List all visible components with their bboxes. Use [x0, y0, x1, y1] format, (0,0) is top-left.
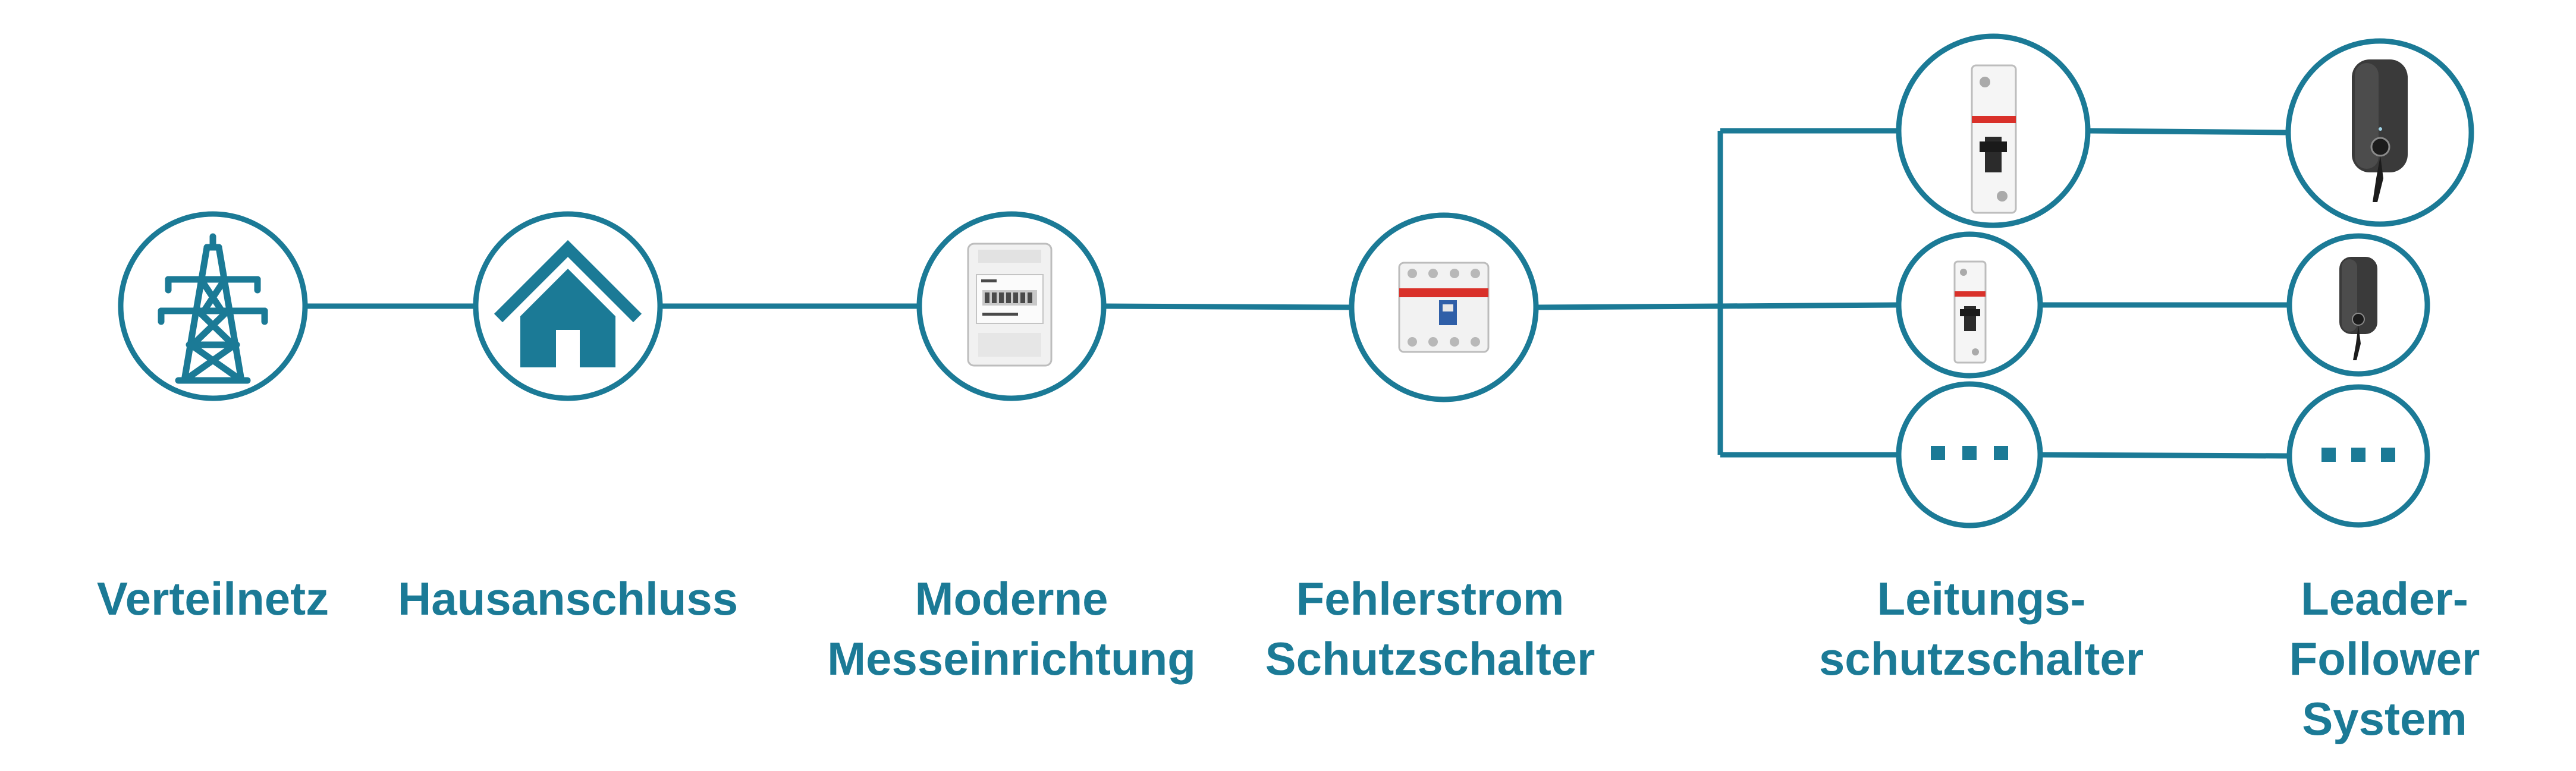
connector-lines	[306, 128, 2290, 459]
label-line: Hausanschluss	[397, 572, 739, 625]
residual-current-breaker-icon	[1398, 262, 1490, 353]
node-circles	[118, 33, 2474, 528]
power-pylon-icon	[158, 233, 268, 384]
wallbox-charger-icon	[2339, 257, 2377, 360]
electricity-meter-icon	[967, 243, 1053, 367]
label-leitungsschutz: Leitungs- schutzschalter	[1773, 569, 2189, 689]
label-messeinrichtung: Moderne Messeinrichtung	[774, 569, 1249, 689]
circuit-breaker-icon	[1971, 64, 2017, 214]
label-line: Moderne	[915, 572, 1108, 625]
ellipsis-icon	[1931, 446, 2008, 460]
label-line: Messeinrichtung	[827, 632, 1196, 685]
wallbox-charger-icon	[2352, 59, 2408, 202]
label-line: Leitungs-	[1877, 572, 2086, 625]
connector-breaker-wallbox-1	[2087, 128, 2289, 136]
label-fehlerstrom: Fehlerstrom Schutzschalter	[1222, 569, 1638, 689]
label-line: Fehlerstrom	[1296, 572, 1565, 625]
label-line: Leader-	[2301, 572, 2468, 625]
connector-bus-breaker-2	[1720, 302, 1899, 309]
house-icon	[494, 240, 642, 367]
label-leader-follower: Leader- Follower System	[2236, 569, 2533, 749]
ellipsis-icon	[2321, 448, 2395, 462]
node-circle-verteilnetz	[118, 211, 308, 401]
connector-ellipsis-ellipsis	[2040, 452, 2290, 459]
label-line: Schutzschalter	[1265, 632, 1595, 685]
connector-meter-rcd	[1103, 303, 1352, 310]
label-hausanschluss: Hausanschluss	[360, 569, 776, 629]
label-line: Follower	[2289, 632, 2480, 685]
label-line: schutzschalter	[1818, 632, 2144, 685]
label-verteilnetz: Verteilnetz	[64, 569, 362, 629]
label-line: System	[2302, 693, 2467, 745]
connector-rcd-bus	[1536, 303, 1721, 310]
label-line: Verteilnetz	[96, 572, 329, 625]
circuit-breaker-icon	[1953, 260, 1987, 364]
